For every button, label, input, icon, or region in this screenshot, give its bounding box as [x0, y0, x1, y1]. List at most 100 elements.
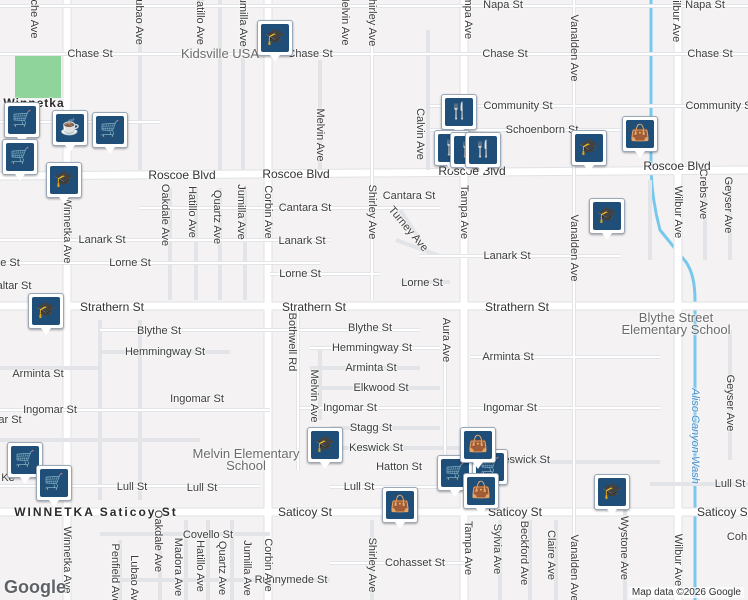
street-label: altar St [0, 280, 32, 292]
street-label: Lull St [116, 481, 148, 493]
street-label: Hatton St [376, 461, 422, 473]
street-label: Community St [483, 100, 553, 112]
street-label: Hatillo Ave [194, 540, 206, 592]
street-label: Runnymede St [254, 574, 328, 586]
shopping-cart-icon: 🛒 [11, 446, 39, 474]
street-label: Arminta St [345, 362, 397, 374]
street-label: Oakdale Ave [152, 509, 164, 573]
street-label: Tampa Ave [462, 0, 474, 40]
shop-pin[interactable]: 👜 [622, 116, 658, 158]
street-label: Jumilla Ave [237, 0, 249, 47]
school-pin[interactable]: 🎓 [594, 474, 630, 516]
street-label: Covello St [182, 529, 234, 541]
school-pin[interactable]: 🎓 [571, 130, 607, 172]
street-label: Melvin Ave [314, 108, 326, 162]
street-label: Keswick St [496, 454, 550, 466]
street-label: Quartz Ave [211, 189, 223, 245]
street-label: Hemmingway St [124, 346, 206, 358]
street-label: Madora Ave [172, 537, 184, 597]
grocery-pin[interactable]: 🛒 [2, 139, 38, 181]
cafe-pin[interactable]: ☕ [52, 110, 88, 152]
street-label: Elkwood St [353, 382, 409, 394]
street-label: Napa St [685, 0, 725, 11]
street-label: Strathern St [79, 300, 145, 314]
poi-label-blythe-school: Blythe Street Elementary School [621, 310, 731, 337]
school-pin[interactable]: 🎓 [46, 162, 82, 204]
street-label: Winnetka Ave [61, 196, 73, 264]
shopping-bag-icon: 👜 [467, 477, 495, 505]
google-logo: Google [4, 577, 66, 597]
street-label: Saticoy St [277, 505, 333, 519]
street-label: Roscoe Blvd [148, 168, 216, 182]
street-label: Vanalden Ave [568, 534, 580, 600]
school-pin[interactable]: 🎓 [589, 198, 625, 240]
street-label: Wilbur Ave [670, 0, 682, 43]
street-label: Shirley Ave [366, 537, 378, 593]
shopping-bag-icon: 👜 [626, 120, 654, 148]
shopping-cart-icon: 🛒 [96, 116, 124, 144]
street-label: Jumilla Ave [235, 184, 247, 240]
street-label: Lanark St [78, 234, 126, 246]
street-label: Lubao Ave [128, 555, 140, 600]
street-label: Claire Ave [545, 530, 557, 580]
street-label: Vanalden Ave [568, 214, 580, 282]
shop-pin[interactable]: 👜 [382, 487, 418, 529]
street-label: Melvin Ave [339, 0, 351, 46]
restaurant-pin[interactable]: 🍴 [441, 94, 477, 136]
shop-pin[interactable]: 👜 [460, 427, 496, 469]
school-icon: 🎓 [593, 202, 621, 230]
street-label: Oakdale Ave [159, 183, 171, 247]
street-label: e St [0, 257, 20, 269]
street-label: Coh [726, 531, 748, 543]
grocery-pin[interactable]: 🛒 [92, 112, 128, 154]
street-label: Blythe St [347, 322, 393, 334]
school-icon: 🎓 [50, 166, 78, 194]
street-label: Sylvia Ave [491, 523, 503, 575]
street-label: Hatillo Ave [186, 186, 198, 238]
grocery-pin[interactable]: 🛒 [36, 465, 72, 507]
poi-label-melvin-school: Melvin Elementary School [192, 446, 300, 473]
school-pin[interactable]: 🎓 [257, 20, 293, 62]
school-icon: 🎓 [575, 134, 603, 162]
street-label: Lorne St [279, 268, 321, 280]
school-pin[interactable]: 🎓 [307, 427, 343, 469]
street-label: WINNETKA Saticoy St [14, 505, 178, 519]
grocery-pin[interactable]: 🛒 [7, 442, 43, 484]
street-label: Chase St [67, 48, 113, 60]
school-icon: 🎓 [261, 24, 289, 52]
school-icon: 🎓 [598, 478, 626, 506]
street-label: Tampa Ave [458, 184, 470, 240]
cafe-icon: ☕ [56, 114, 84, 142]
shop-pin[interactable]: 👜 [463, 473, 499, 515]
street-label: ar St [0, 414, 22, 426]
shopping-bag-icon: 👜 [386, 491, 414, 519]
street-label: Roscoe Blvd [643, 159, 711, 173]
street-label: Schoenborn St [505, 124, 579, 136]
street-label: Corbin Ave [262, 538, 274, 592]
water-label: Aliso Canyon Wash [689, 388, 701, 484]
grocery-pin[interactable]: 🛒 [4, 102, 40, 144]
street-label: Lorne St [401, 277, 443, 289]
street-label: Calvin Ave [414, 108, 426, 160]
street-label: Melvin Ave [308, 369, 320, 423]
street-label: Corbin Ave [262, 185, 274, 239]
street-label: Lubao Ave [133, 0, 145, 45]
street-label: Vanalden Ave [568, 14, 580, 82]
street-label: Ingomar St [170, 393, 224, 405]
map-attribution: Map data ©2026 Google [628, 587, 744, 598]
street-label: Keswick St [349, 442, 403, 454]
street-label: Lull St [343, 481, 375, 493]
street-label: che Ave [28, 0, 40, 39]
street-label: Strathern St [484, 300, 550, 314]
street-label: Blythe St [136, 325, 182, 337]
street-label: Arminta St [482, 351, 534, 363]
street-label: Geyser Ave [722, 176, 734, 234]
street-label: Saticoy St [696, 505, 748, 519]
shopping-cart-icon: 🛒 [8, 106, 36, 134]
school-pin[interactable]: 🎓 [28, 293, 64, 335]
street-label: Lull St [186, 482, 218, 494]
street-label: Ingomar St [323, 402, 377, 414]
restaurant-pin[interactable]: 🍴 [465, 132, 501, 174]
street-label: Ingomar St [483, 402, 537, 414]
